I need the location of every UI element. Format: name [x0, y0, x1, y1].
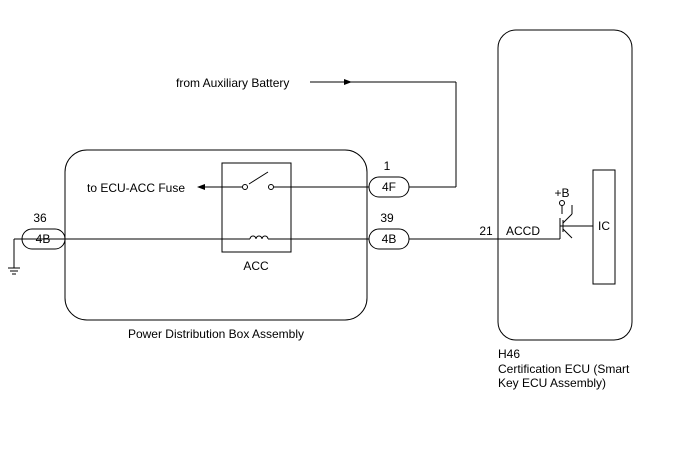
left-pin-number: 36 [33, 211, 47, 225]
arrow-to-fuse [197, 184, 205, 190]
connector-4f [368, 176, 410, 198]
accd-label: ACCD [506, 224, 540, 238]
bottom-right-connector-name: 4B [382, 232, 397, 246]
relay-switch-contact [248, 171, 269, 185]
ecu-pin-number: 21 [479, 224, 493, 238]
arrow-into-aux-line [344, 79, 352, 85]
acc-relay-box [221, 162, 292, 253]
transistor-emitter [562, 228, 573, 239]
connector-4b-right [368, 228, 410, 250]
switch-terminal-right [268, 184, 274, 190]
transistor-collector-leg [562, 213, 573, 224]
top-right-pin-number: 1 [384, 159, 391, 173]
ecu-name-line1: Certification ECU (Smart [498, 362, 630, 376]
plus-b-label: +B [554, 186, 569, 200]
plus-b-terminal [559, 200, 565, 206]
ecu-code-label: H46 [498, 347, 520, 361]
ecu-name-line2: Key ECU Assembly) [498, 376, 606, 390]
left-connector-name: 4B [36, 232, 51, 246]
power-distribution-box [64, 149, 368, 321]
bottom-right-pin-number: 39 [380, 211, 394, 225]
certification-ecu-box [497, 29, 633, 341]
from-aux-battery-label: from Auxiliary Battery [176, 76, 289, 90]
relay-coil [249, 235, 269, 240]
ic-label: IC [598, 219, 610, 233]
pdb-name-label: Power Distribution Box Assembly [128, 327, 304, 341]
switch-terminal-left [242, 184, 248, 190]
relay-acc-label: ACC [243, 259, 269, 273]
top-right-connector-name: 4F [382, 180, 396, 194]
connector-4b-left [21, 228, 66, 250]
ic-box [592, 169, 616, 285]
to-ecu-acc-fuse-label: to ECU-ACC Fuse [87, 181, 185, 195]
